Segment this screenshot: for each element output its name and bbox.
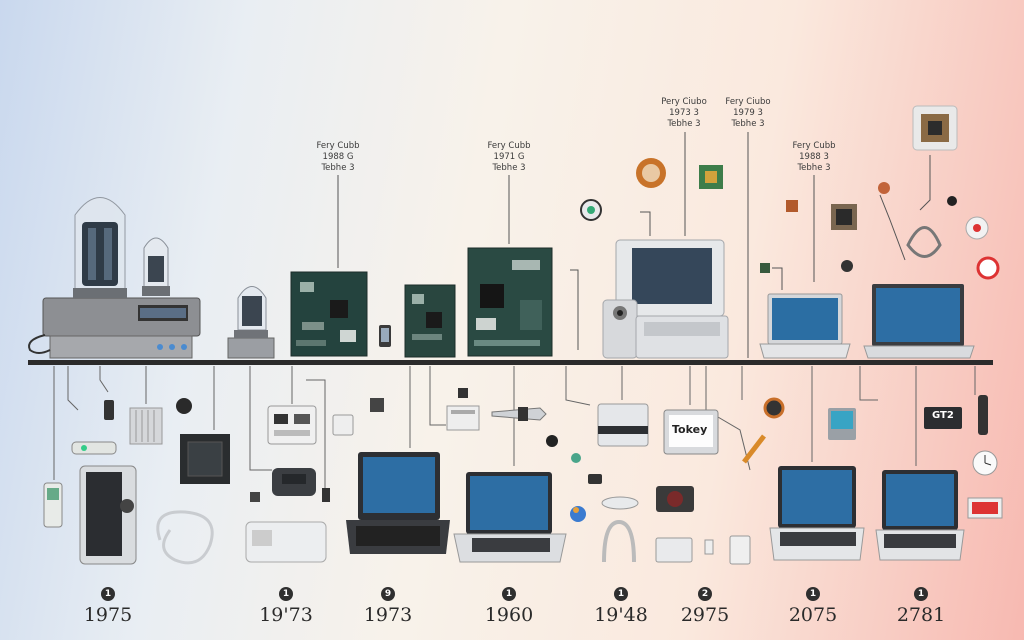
small-tube-device <box>227 286 275 359</box>
year-label: 2075 <box>788 604 838 626</box>
round-button <box>176 398 192 414</box>
small-rect-device <box>729 535 751 565</box>
circuit-board-3 <box>467 247 553 357</box>
gt2-device <box>924 407 962 429</box>
year-marker-icon: 9 <box>381 587 395 601</box>
laptop-lower-1 <box>346 452 450 554</box>
year-label: 1973 <box>363 604 413 626</box>
vacuum-tube-machine <box>28 197 201 359</box>
phone-small <box>379 325 391 347</box>
label-line: 1973 3 <box>669 108 699 118</box>
year-label: 1960 <box>484 604 534 626</box>
tiny-phone <box>704 539 714 555</box>
control-panel <box>267 405 317 445</box>
label-line: Tebhe 3 <box>731 119 765 129</box>
tiny-chip <box>458 388 468 398</box>
year-label: 19'73 <box>259 604 313 626</box>
label-line: Fery Cubb <box>792 141 836 151</box>
router-box <box>597 403 649 447</box>
camera <box>656 486 694 512</box>
year-label: 1975 <box>83 604 133 626</box>
tablet-player <box>79 465 137 565</box>
tiny-module <box>370 398 384 412</box>
small-connector <box>322 488 330 502</box>
round-sensor <box>580 199 602 221</box>
label-line: Tebhe 3 <box>797 163 831 173</box>
lower-circuit-board <box>180 434 230 484</box>
clock-icon <box>972 450 998 476</box>
label-line: 1988 3 <box>799 152 829 162</box>
year-marker-icon: 1 <box>614 587 628 601</box>
monitor-screen-text: Tokey <box>672 423 708 436</box>
black-knob <box>546 435 558 447</box>
label-block-5: Fery Cubb 1988 3 Tebhe 3 <box>779 141 849 174</box>
label-line: Pery Ciubo <box>661 97 707 107</box>
cpu-chip <box>699 165 723 189</box>
label-line: Fery Cubb <box>316 141 360 151</box>
label-block-4: Fery Ciubo 1979 3 Tebhe 3 <box>713 97 783 130</box>
year-marker-icon: 1 <box>101 587 115 601</box>
small-plug <box>104 400 114 420</box>
badge-chip <box>332 414 354 436</box>
label-block-2: Fery Cubb 1971 G Tebhe 3 <box>474 141 544 174</box>
timeline-bar <box>28 360 993 365</box>
chip-sun <box>636 158 666 188</box>
year-marker-icon: 1 <box>914 587 928 601</box>
year-marker-icon: 1 <box>279 587 293 601</box>
laptop-upper-1 <box>759 293 851 359</box>
upper-connectors <box>337 132 931 358</box>
laptop-lower-2 <box>453 472 567 563</box>
headphones <box>602 519 636 563</box>
ring-device <box>763 397 785 419</box>
lower-connectors <box>53 366 976 490</box>
label-line: Fery Ciubo <box>725 97 771 107</box>
monitor-tokey <box>663 409 719 455</box>
label-line: 1971 G <box>493 152 525 162</box>
cable-coil <box>156 510 214 565</box>
small-display <box>828 408 856 440</box>
disc-drive <box>601 496 639 510</box>
year-label: 2975 <box>680 604 730 626</box>
label-block-1: Fery Cubb 1988 G Tebhe 3 <box>303 141 373 174</box>
retro-computer <box>602 239 729 359</box>
orange-cable <box>742 434 766 464</box>
label-line: 1988 G <box>322 152 354 162</box>
stick-remote <box>978 395 988 435</box>
label-line: Tebhe 3 <box>667 119 701 129</box>
calculator-keypad <box>446 405 480 431</box>
decorative-widgets-upper <box>760 105 1000 280</box>
label-block-3: Pery Ciubo 1973 3 Tebhe 3 <box>649 97 719 130</box>
printer-box <box>245 521 327 563</box>
label-line: Tebhe 3 <box>492 163 526 173</box>
remote-small <box>588 474 602 484</box>
year-marker-icon: 2 <box>698 587 712 601</box>
label-line: 1979 3 <box>733 108 763 118</box>
heatsink <box>129 407 163 445</box>
year-label: 2781 <box>896 604 946 626</box>
device-badge-text: GT2 <box>932 410 954 421</box>
small-monitor-white <box>655 537 693 563</box>
label-line: Fery Cubb <box>487 141 531 151</box>
desk-phone <box>272 468 316 496</box>
laptop-lower-3 <box>769 466 865 561</box>
old-phone-handheld <box>43 482 63 528</box>
circuit-board-2 <box>404 284 456 358</box>
laptop-upper-2 <box>863 284 975 359</box>
year-marker-icon: 1 <box>502 587 516 601</box>
red-display <box>967 497 1003 519</box>
pen-tool <box>491 407 547 421</box>
label-line: Tebhe 3 <box>321 163 355 173</box>
green-dot <box>571 453 581 463</box>
year-label: 19'48 <box>594 604 648 626</box>
laptop-lower-4 <box>875 470 965 561</box>
usb-stick <box>71 441 117 455</box>
circuit-board-1 <box>290 271 368 357</box>
year-marker-icon: 1 <box>806 587 820 601</box>
small-square <box>250 492 260 502</box>
